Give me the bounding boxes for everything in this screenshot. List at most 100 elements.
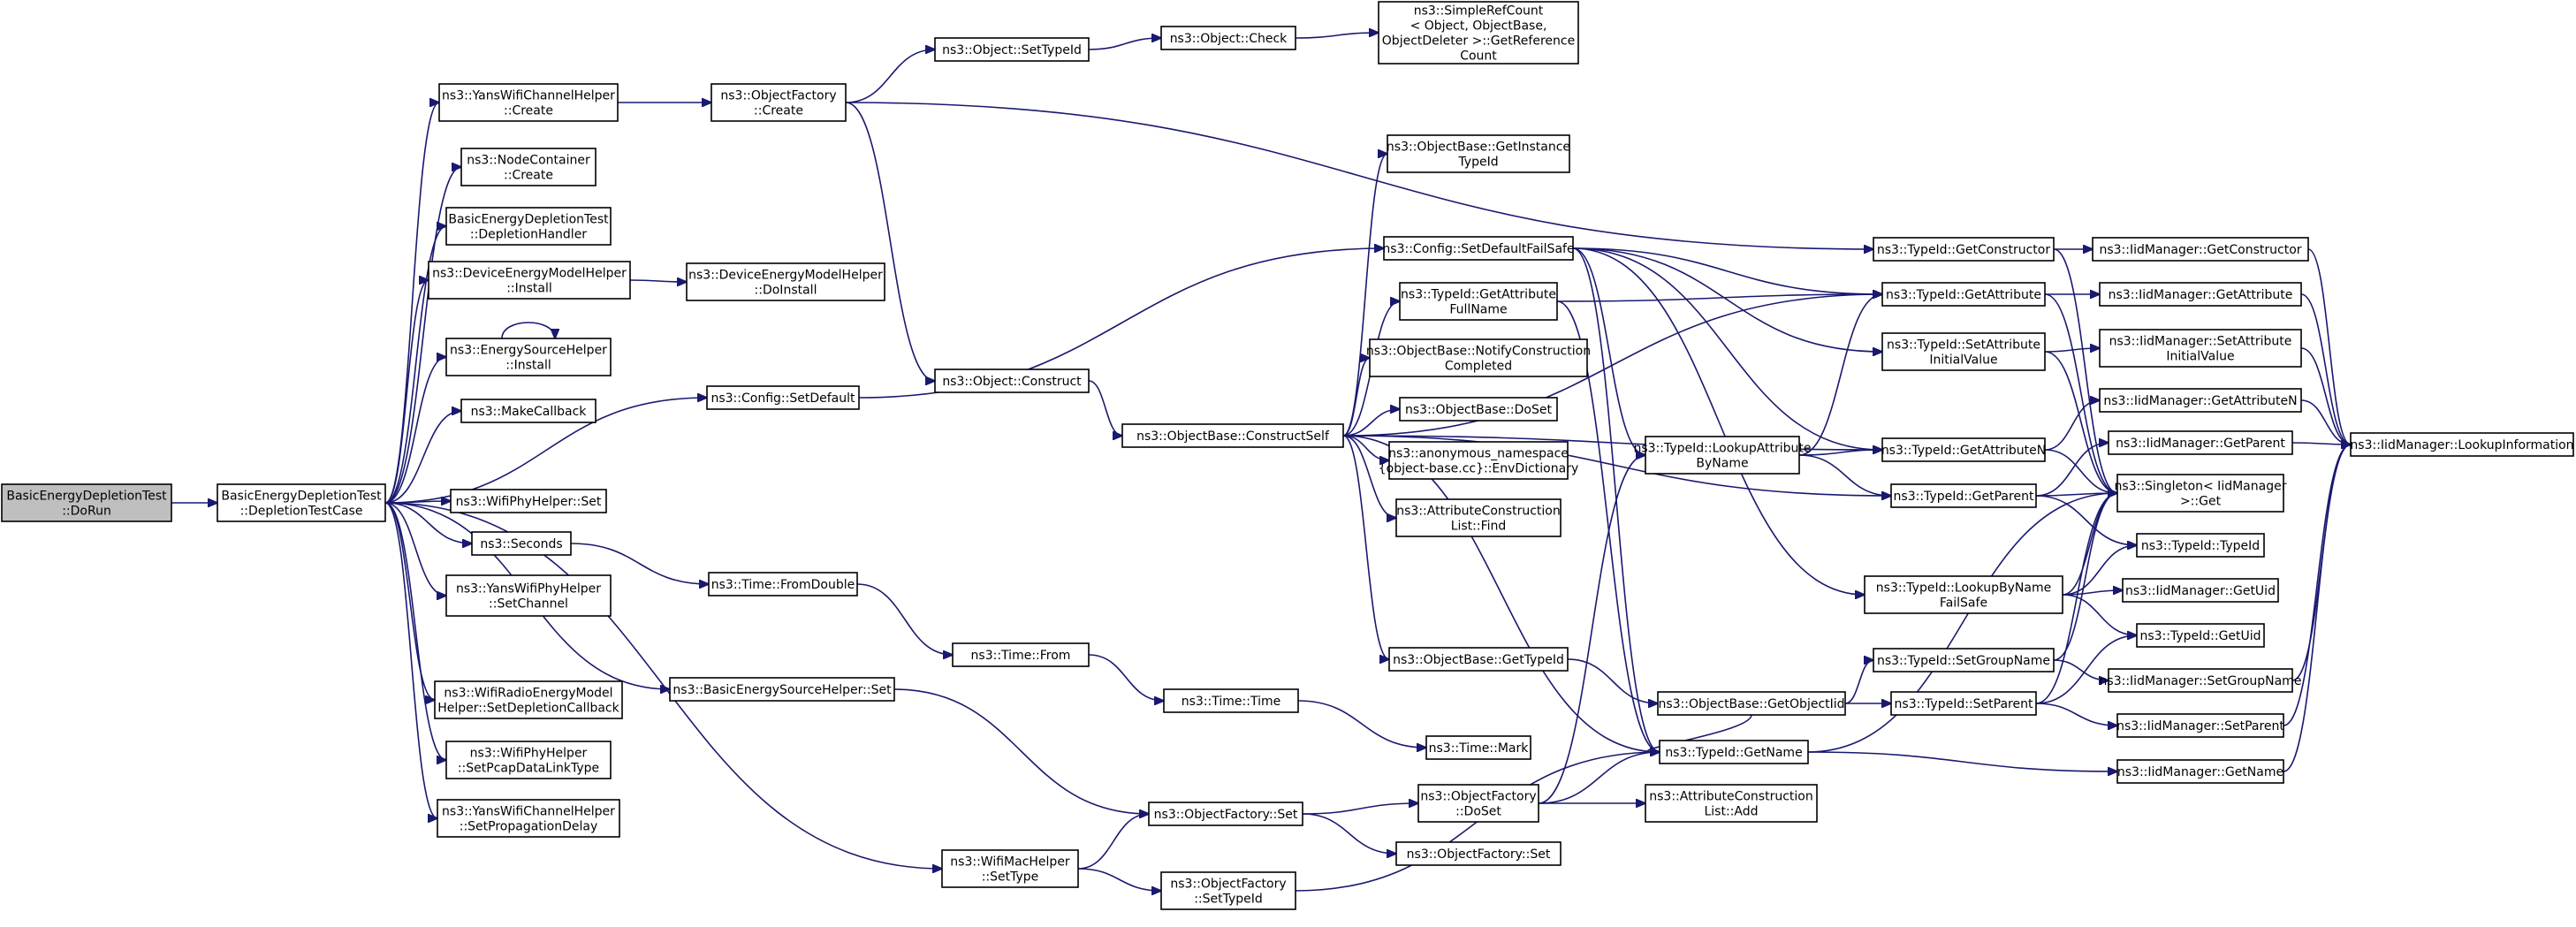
node-ns3-iidmanager-getuid[interactable]: ns3::IidManager::GetUid [2122, 578, 2279, 603]
node-ns3-typeid-getuid[interactable]: ns3::TypeId::GetUid [2136, 623, 2265, 648]
node-label-line: ns3::TypeId::TypeId [2141, 539, 2260, 553]
node-label-line: ns3::BasicEnergySourceHelper::Set [672, 683, 892, 697]
node-box [708, 572, 858, 596]
node-ns3-energysourcehelper-install[interactable]: ns3::EnergySourceHelper::Install [445, 338, 612, 376]
node-ns3-iidmanager-getname[interactable]: ns3::IidManager::GetName [2116, 759, 2284, 784]
node-box [1, 483, 172, 522]
node-ns3-objectbase-getobjectiid[interactable]: ns3::ObjectBase::GetObjectIid [1657, 691, 1846, 716]
node-box [1645, 436, 1800, 475]
node-label-line: List::Find [1451, 519, 1507, 533]
node-ns3-iidmanager-getattribute[interactable]: ns3::IidManager::GetAttribute [2099, 282, 2302, 307]
node-ns3-typeid-getparent[interactable]: ns3::TypeId::GetParent [1890, 483, 2037, 508]
node-ns3-objectfactory-set[interactable]: ns3::ObjectFactory::Set [1395, 841, 1562, 866]
edge-n38-n55 [2044, 400, 2100, 451]
node-ns3-deviceenergymodelhelper-install[interactable]: ns3::DeviceEnergyModelHelper::Install [428, 261, 631, 300]
node-ns3-typeid-getname[interactable]: ns3::TypeId::GetName [1659, 740, 1809, 764]
node-ns3-typeid-getattribute[interactable]: ns3::TypeId::GetAttribute [1881, 282, 2046, 307]
node-ns3-iidmanager-setattribute-initialvalue[interactable]: ns3::IidManager::SetAttributeInitialValu… [2099, 329, 2302, 368]
node-ns3-typeid-typeid[interactable]: ns3::TypeId::TypeId [2136, 533, 2265, 558]
node-ns3-time-from[interactable]: ns3::Time::From [952, 642, 1090, 667]
node-ns3-iidmanager-setgroupname[interactable]: ns3::IidManager::SetGroupName [2100, 668, 2302, 693]
node-ns3-yanswifiphyhelper-setchannel[interactable]: ns3::YansWifiPhyHelper::SetChannel [445, 574, 612, 617]
edge-n39-n56 [2035, 443, 2109, 497]
node-ns3-typeid-setgroupname[interactable]: ns3::TypeId::SetGroupName [1873, 648, 2055, 672]
node-ns3-typeid-getconstructor[interactable]: ns3::TypeId::GetConstructor [1873, 237, 2055, 262]
node-box [1399, 282, 1558, 321]
node-ns3-wifiphyhelper-set[interactable]: ns3::WifiPhyHelper::Set [450, 489, 607, 513]
node-basicenergydepletiontest-depletionhandler[interactable]: BasicEnergyDepletionTest::DepletionHandl… [445, 207, 612, 246]
edge-n63-n64 [2283, 445, 2351, 772]
edge-n6-n6 [501, 322, 555, 338]
edge-n42-n41 [1844, 660, 1873, 704]
node-label-line: ::SetPropagationDelay [460, 819, 598, 833]
node-ns3-iidmanager-getattributen[interactable]: ns3::IidManager::GetAttributeN [2099, 388, 2302, 413]
node-ns3-typeid-setparent[interactable]: ns3::TypeId::SetParent [1890, 691, 2037, 716]
edge-n12-n21 [893, 688, 1149, 814]
node-ns3-objectbase-doset[interactable]: ns3::ObjectBase::DoSet [1399, 397, 1558, 422]
node-ns3-time-time[interactable]: ns3::Time::Time [1163, 688, 1299, 713]
node-box [934, 37, 1090, 62]
node-ns3-wifiradioenergymodel-helper-setdepletioncallback[interactable]: ns3::WifiRadioEnergyModelHelper::SetDepl… [434, 680, 623, 719]
node-box [1388, 647, 1569, 672]
node-box [2136, 623, 2265, 648]
node-label-line: ns3::ObjectBase::GetObjectIid [1658, 697, 1844, 711]
node-ns3-yanswifichannelhelper-setpropagationdelay[interactable]: ns3::YansWifiChannelHelper::SetPropagati… [437, 799, 620, 838]
node-ns3-nodecontainer-create[interactable]: ns3::NodeContainer::Create [460, 148, 597, 186]
node-ns3-time-fromdouble[interactable]: ns3::Time::FromDouble [708, 572, 858, 596]
node-ns3-object-check[interactable]: ns3::Object::Check [1160, 26, 1296, 50]
node-ns3-deviceenergymodelhelper-doinstall[interactable]: ns3::DeviceEnergyModelHelper::DoInstall [686, 262, 885, 301]
node-ns3-basicenergysourcehelper-set[interactable]: ns3::BasicEnergySourceHelper::Set [669, 677, 895, 702]
node-label-line: ::Create [504, 103, 553, 118]
node-label-line: ns3::IidManager::GetUid [2125, 584, 2276, 598]
node-label-line: ns3::IidManager::SetAttribute [2109, 334, 2292, 348]
node-ns3-yanswifichannelhelper-create[interactable]: ns3::YansWifiChannelHelper::Create [438, 83, 619, 122]
node-ns3-objectbase-gettypeid[interactable]: ns3::ObjectBase::GetTypeId [1388, 647, 1569, 672]
node-ns3-config-setdefault[interactable]: ns3::Config::SetDefault [706, 385, 860, 410]
node-ns3-object-settypeid[interactable]: ns3::Object::SetTypeId [934, 37, 1090, 62]
node-ns3-iidmanager-setparent[interactable]: ns3::IidManager::SetParent [2116, 713, 2284, 738]
node-ns3-anonymous-namespace-object-base-cc-envdictionary[interactable]: ns3::anonymous_namespace{object-base.cc}… [1379, 441, 1578, 480]
node-ns3-simplerefcount-object-objectbase-objectdeleter-getreference-count[interactable]: ns3::SimpleRefCount< Object, ObjectBase,… [1378, 1, 1579, 65]
edge-n19-n36 [1572, 247, 1882, 352]
node-ns3-wifimachelper-settype[interactable]: ns3::WifiMacHelper::SetType [941, 849, 1079, 888]
node-ns3-objectfactory-settypeid[interactable]: ns3::ObjectFactory::SetTypeId [1160, 871, 1296, 910]
node-box [1425, 735, 1531, 760]
edge-n10-n20 [570, 543, 709, 584]
node-box [1881, 437, 2046, 462]
node-label-line: ::DoSet [1455, 804, 1501, 818]
node-ns3-typeid-getattributen[interactable]: ns3::TypeId::GetAttributeN [1881, 437, 2046, 462]
node-ns3-time-mark[interactable]: ns3::Time::Mark [1425, 735, 1531, 760]
node-ns3-objectbase-constructself[interactable]: ns3::ObjectBase::ConstructSelf [1121, 423, 1344, 448]
node-ns3-iidmanager-getparent[interactable]: ns3::IidManager::GetParent [2108, 430, 2293, 455]
node-ns3-config-setdefaultfailsafe[interactable]: ns3::Config::SetDefaultFailSafe [1382, 236, 1575, 261]
node-label-line: ns3::Time::Time [1182, 695, 1280, 709]
node-ns3-objectbase-notifyconstruction-completed[interactable]: ns3::ObjectBase::NotifyConstructionCompl… [1366, 338, 1591, 377]
node-ns3-objectfactory-doset[interactable]: ns3::ObjectFactory::DoSet [1417, 784, 1539, 823]
node-basicenergydepletiontest-depletiontestcase[interactable]: BasicEnergyDepletionTest::DepletionTestC… [217, 483, 386, 522]
node-ns3-iidmanager-getconstructor[interactable]: ns3::IidManager::GetConstructor [2092, 237, 2309, 262]
node-ns3-objectfactory-set[interactable]: ns3::ObjectFactory::Set [1148, 802, 1303, 826]
node-ns3-makecallback[interactable]: ns3::MakeCallback [460, 399, 597, 423]
node-ns3-object-construct[interactable]: ns3::Object::Construct [934, 369, 1090, 393]
edge-n40-n58 [2062, 545, 2137, 596]
node-label-line: ::Create [504, 168, 553, 182]
node-ns3-iidmanager-lookupinformation[interactable]: ns3::IidManager::LookupInformation [2350, 432, 2574, 457]
node-ns3-seconds[interactable]: ns3::Seconds [471, 531, 572, 556]
edge-n38-n57 [2044, 449, 2117, 493]
node-box [1645, 784, 1818, 823]
node-ns3-wifiphyhelper-setpcapdatalinktype[interactable]: ns3::WifiPhyHelper::SetPcapDataLinkType [445, 741, 612, 779]
node-basicenergydepletiontest-dorun[interactable]: BasicEnergyDepletionTest::DoRun [1, 483, 172, 522]
node-ns3-objectfactory-create[interactable]: ns3::ObjectFactory::Create [710, 83, 847, 122]
node-ns3-singleton-iidmanager-get[interactable]: ns3::Singleton< IidManager>::Get [2115, 474, 2287, 513]
edge-n26-n39 [1342, 435, 1891, 496]
node-box [437, 799, 620, 838]
node-box [1659, 740, 1809, 764]
edge-n43-n57 [2035, 493, 2117, 704]
